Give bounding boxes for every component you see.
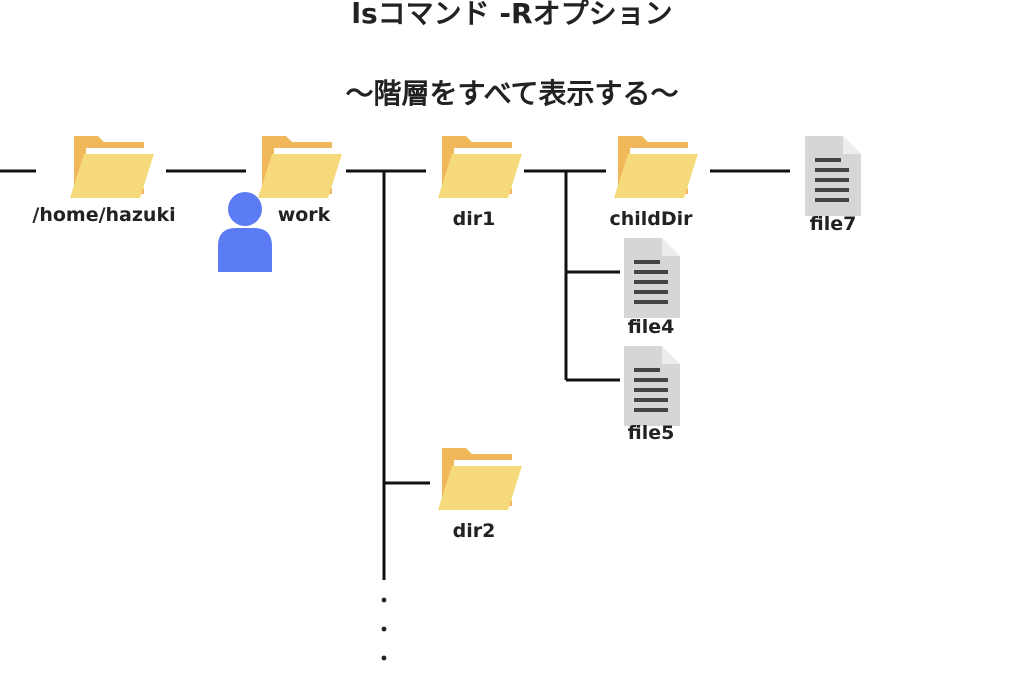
folder-icon — [258, 136, 342, 198]
continuation-dots: ・・・ — [374, 590, 393, 670]
node-label-file5: file5 — [628, 422, 675, 444]
node-label-childdir: childDir — [609, 208, 693, 230]
continuation-dot: ・ — [374, 648, 393, 670]
node-label-file4: file4 — [628, 316, 675, 338]
folder-icon — [614, 136, 698, 198]
tree-connectors — [0, 169, 790, 580]
diagram-title-line2: 〜階層をすべて表示する〜 — [345, 77, 679, 110]
document-icon — [805, 136, 861, 216]
node-label-work: work — [278, 204, 331, 226]
folder-icon — [438, 448, 522, 510]
folder-icon — [70, 136, 154, 198]
continuation-dot: ・ — [374, 590, 393, 612]
node-label-dir1: dir1 — [453, 208, 496, 230]
node-label-file7: file7 — [810, 213, 857, 235]
document-icon — [624, 346, 680, 426]
node-label-home: /home/hazuki — [32, 204, 175, 226]
document-icon — [624, 238, 680, 318]
node-label-dir2: dir2 — [453, 520, 496, 542]
user-icon — [218, 192, 272, 272]
folder-icon — [438, 136, 522, 198]
diagram-title-line1: lsコマンド -Rオプション — [351, 0, 673, 30]
continuation-dot: ・ — [374, 619, 393, 641]
